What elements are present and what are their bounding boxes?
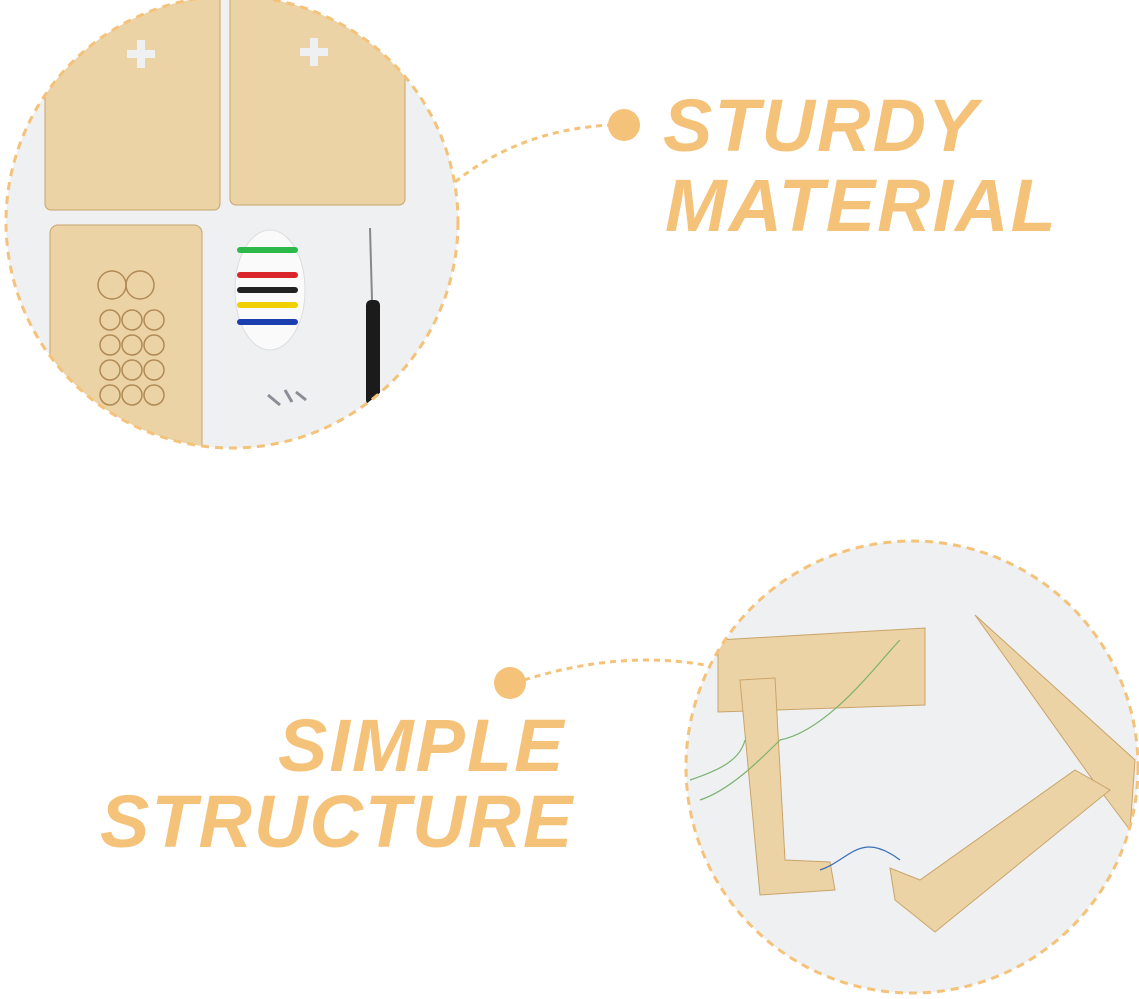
thread-card (234, 229, 306, 351)
bullet-dot (494, 667, 526, 699)
bullet-dot (608, 109, 640, 141)
feature-title-structure: STRUCTURE (100, 780, 575, 863)
assembled-structure-photo (686, 541, 1138, 993)
wood-panel (44, 0, 221, 211)
feature-title-sturdy: STURDY (663, 84, 980, 167)
feature-title-material: MATERIAL (665, 164, 1058, 247)
connector-line (454, 123, 611, 184)
wood-panel (229, 0, 406, 206)
connector-line (523, 658, 706, 682)
wood-panel-cutout (49, 224, 203, 448)
screws (267, 389, 307, 407)
screwdriver (366, 227, 380, 405)
feature-title-simple: SIMPLE (278, 704, 566, 787)
